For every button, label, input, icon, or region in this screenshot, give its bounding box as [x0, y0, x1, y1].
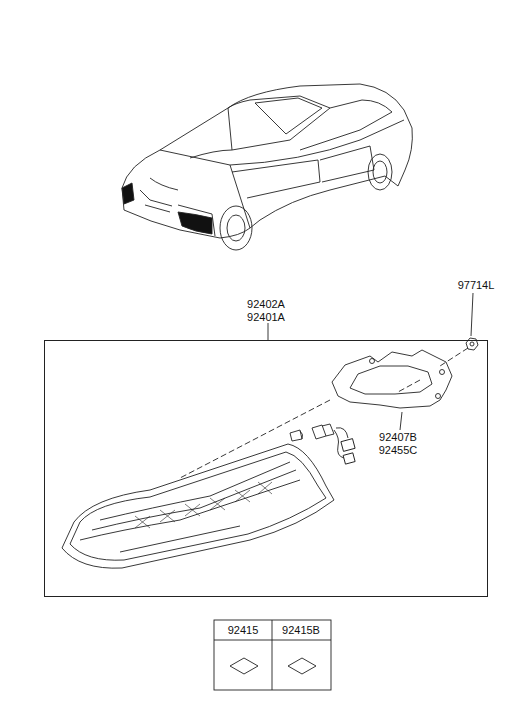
part-number: 92401A	[45, 311, 487, 324]
leader-line	[400, 412, 402, 430]
callout-number: 92407B	[379, 431, 417, 444]
bulb-socket	[290, 424, 355, 464]
leader-line	[268, 323, 269, 340]
leader-line	[471, 293, 473, 336]
dash-line	[180, 348, 468, 478]
table-cell: 92415B	[282, 624, 320, 637]
table-cell: 92415	[228, 624, 259, 637]
parts-frame: 92402A92401A	[44, 340, 488, 597]
callout-number: 97714L	[458, 279, 495, 292]
part-number: 92402A	[45, 298, 487, 311]
car-illustration	[122, 84, 412, 250]
callout-number: 92455C	[379, 444, 418, 457]
rear-lamp	[62, 444, 334, 568]
gasket	[332, 350, 452, 408]
parts-table	[214, 620, 331, 690]
